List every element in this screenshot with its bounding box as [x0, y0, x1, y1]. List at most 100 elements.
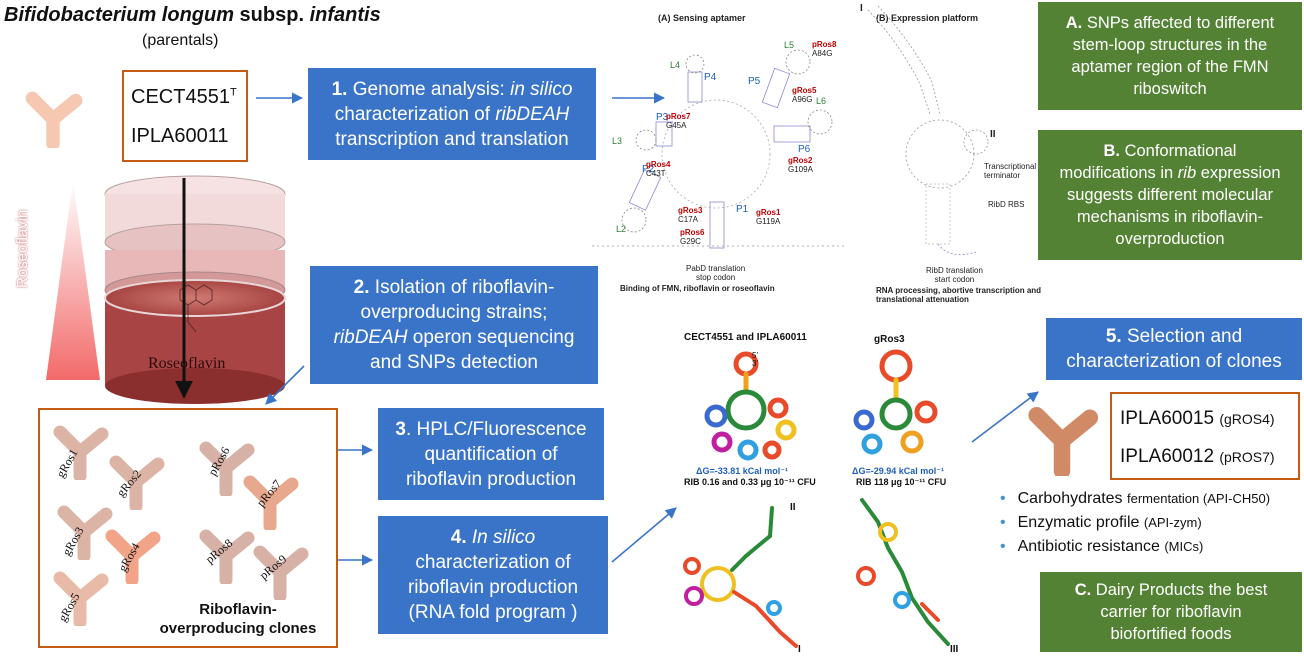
finding-a-line3: aptamer region of the FMN — [1071, 58, 1269, 76]
finding-b-box: B. Conformational modifications in rib e… — [1038, 130, 1302, 260]
rnafold-right-structure — [853, 349, 938, 455]
species-infantis: infantis — [309, 4, 381, 26]
rnafold-left-label-ii: II — [790, 502, 796, 513]
binding-caption: Binding of FMN, riboflavin or roseoflavi… — [620, 284, 775, 293]
finding-b-line2c: expression — [1196, 164, 1281, 182]
step3-line2: quantification of — [424, 443, 558, 465]
ribd-rbs-label: RibD RBS — [988, 200, 1025, 209]
step1-number: 1. — [331, 78, 348, 100]
arrow-step2-clones — [265, 365, 305, 405]
finding-b-gene: rib — [1177, 164, 1197, 182]
step5-box: 5. Selection and characterization of clo… — [1046, 318, 1302, 380]
arrow-rnafold-step5 — [971, 391, 1039, 443]
step1-line1: Genome analysis: — [347, 78, 511, 100]
stem-p1: P1 — [736, 204, 749, 215]
finding-a-line2: stem-loop structures in the — [1072, 36, 1268, 54]
rnafold-right-label-iii: III — [950, 644, 959, 655]
parentals-label: (parentals) — [142, 32, 219, 49]
riboswitch-aptamer-structure: L4 L5 L6 L3 L2 P4 P5 P3 P6 P2 P1 — [592, 40, 844, 249]
rnafold-left-label-i: I — [798, 644, 801, 655]
finding-b-line2a: modifications in — [1059, 164, 1178, 182]
species-title: Bifidobacterium longum subsp. infantis — [4, 4, 381, 27]
finding-b-line3: suggests different molecular — [1066, 186, 1274, 204]
step3-number: 3 — [395, 418, 406, 440]
rna-processing-caption: RNA processing, abortive transcription a… — [876, 286, 1042, 304]
characterization-item-2: •Enzymatic profile (API-zym) — [1000, 514, 1202, 531]
step4-line1: In silico — [471, 527, 536, 548]
rnafold-right-title: gRos3 — [874, 334, 905, 345]
step4-box: 4. In silico characterization of ribofla… — [378, 516, 608, 634]
species-subsp: subsp. — [234, 4, 310, 26]
parent-strains-box: CECT4551T IPLA60011 — [122, 70, 248, 162]
stem-p6: P6 — [798, 144, 811, 155]
step2-line2: overproducing strains; — [360, 302, 548, 323]
step1-gene: ribDEAH — [495, 103, 570, 125]
loop-l6: L6 — [816, 96, 826, 106]
clones-caption-line2: overproducing clones — [159, 620, 317, 637]
parent-strain-1: CECT4551T — [131, 86, 237, 108]
step3-line1: . HPLC/Fluorescence — [406, 418, 587, 440]
stem-p3: P3 — [656, 112, 669, 123]
selected-strains-box: IPLA60015 (gROS4) IPLA60012 (pROS7) — [1110, 392, 1300, 480]
step2-gene: ribDEAH — [333, 327, 408, 348]
rnafold-left-title: CECT4551 and IPLA60011 — [684, 332, 807, 343]
step4-line3: riboflavin production — [407, 577, 579, 598]
step1-line2: characterization of — [334, 103, 496, 125]
step1-line3: transcription and translation — [335, 128, 569, 150]
plate-label: Roseoflavin — [148, 355, 226, 372]
loop-l3: L3 — [612, 136, 622, 146]
stem-p4: P4 — [704, 72, 717, 83]
expression-platform-structure — [867, 5, 989, 256]
finding-c-line1: Dairy Products the best — [1091, 581, 1268, 599]
step5-line1: Selection and — [1121, 326, 1243, 347]
rnafold-left-5prime: 5' — [752, 351, 758, 360]
rnafold-left-mfe-structure: II I — [683, 502, 801, 655]
step2-line4: and SNPs detection — [370, 352, 538, 373]
finding-b-line1: Conformational — [1120, 142, 1237, 160]
parent-strain-2: IPLA60011 — [131, 125, 229, 147]
arrow-step4-rnafold — [611, 507, 677, 563]
rnafold-left-dg: ΔG=-33.81 kCal mol⁻¹ — [696, 466, 789, 476]
species-genus: Bifidobacterium longum — [4, 4, 234, 26]
expression-roman-ii: II — [990, 129, 996, 140]
characterization-item-3: •Antibiotic resistance (MICs) — [1000, 538, 1204, 555]
clones-box: gRos1 gRos2 pRos6 pRos7 gRos3 gRos4 pRos… — [38, 408, 338, 648]
rnafold-left-rib: RIB 0.16 and 0.33 μg 10⁻¹¹ CFU — [684, 477, 816, 487]
step3-line3: riboflavin production — [405, 468, 577, 490]
step5-number: 5. — [1105, 326, 1122, 347]
rnafold-left-structure: 5' 3' — [704, 351, 797, 461]
rnafold-left-3prime: 3' — [752, 359, 758, 368]
roseoflavin-gradient — [46, 180, 100, 380]
rnafold-right-rib: RIB 118 μg 10⁻¹¹ CFU — [856, 477, 947, 487]
panel-a-title: (A) Sensing aptamer — [658, 13, 746, 23]
finding-b-line5: overproduction — [1115, 230, 1225, 248]
stem-p2: P2 — [642, 164, 655, 175]
step2-number: 2. — [353, 277, 370, 298]
stem-p5: P5 — [748, 76, 761, 87]
finding-a-box: A. SNPs affected to different stem-loop … — [1038, 2, 1302, 110]
finding-b-label: B. — [1103, 142, 1121, 160]
finding-c-line2: carrier for riboflavin — [1100, 603, 1242, 621]
step4-line4: (RNA fold program ) — [408, 602, 578, 623]
step4-number: 4. — [450, 527, 472, 548]
step1-insilico: in silico — [510, 78, 573, 100]
characterization-item-1: •Carbohydrates fermentation (API-CH50) — [1000, 490, 1271, 507]
clones-caption-line1: Riboflavin- — [199, 601, 277, 618]
panel-b-title: (B) Expression platform — [876, 13, 979, 23]
step2-line1: Isolation of riboflavin- — [369, 277, 555, 298]
clones-caption: Riboflavin- overproducing clones — [148, 600, 328, 638]
finding-c-line3: biofortified foods — [1110, 625, 1232, 643]
finding-c-label: C. — [1074, 581, 1092, 599]
petri-plates — [104, 175, 286, 404]
rnafold-right-mfe-structure: III — [856, 498, 959, 655]
